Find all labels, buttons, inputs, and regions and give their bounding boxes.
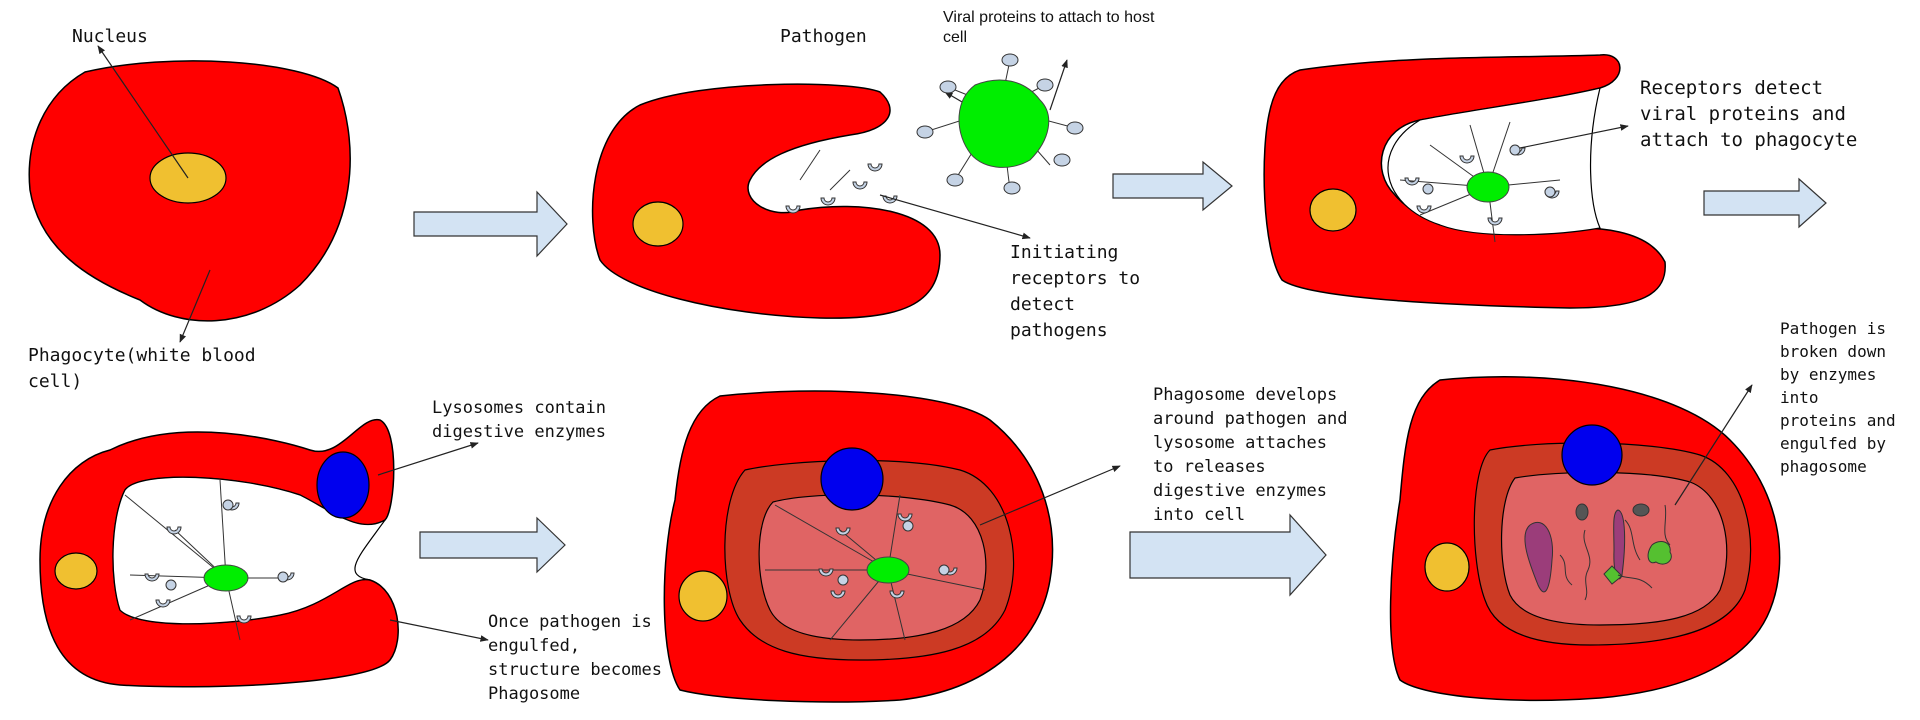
nucleus [1424, 542, 1470, 592]
panel-2-detection: Pathogen Viral proteins to attach to hos… [591, 9, 1155, 341]
panel-3-attachment: Receptors detect viral proteins and atta… [1263, 54, 1857, 309]
pathogen [1466, 171, 1510, 203]
flow-arrow-2 [1112, 160, 1233, 212]
nucleus-label: Nucleus [72, 26, 148, 47]
once-label-line2: engulfed, [488, 636, 580, 656]
digested-fragments [1524, 503, 1672, 601]
lysosomes-label-line2: digestive enzymes [432, 422, 606, 442]
broken-label-line3: by enzymes [1780, 365, 1876, 384]
initiating-label-line3: detect [1010, 294, 1075, 315]
phagosome-label-line4: to releases [1153, 457, 1266, 477]
flow-arrow-3 [1703, 177, 1827, 229]
once-label-line1: Once pathogen is [488, 612, 652, 632]
phagosome-label-line2: around pathogen and [1153, 409, 1347, 429]
cavity [112, 476, 386, 625]
receptors [785, 149, 898, 214]
receptors-label-line3: attach to phagocyte [1640, 129, 1857, 151]
broken-label-line2: broken down [1780, 342, 1886, 361]
initiating-label-line1: Initiating [1010, 242, 1118, 263]
phagosome-label-line6: into cell [1153, 505, 1245, 525]
viral-proteins-label-line2: cell [943, 29, 967, 46]
receptors-label-line2: viral proteins and [1640, 103, 1846, 125]
panel-1-phagocyte: Nucleus Phagocyte(white blood cell) [28, 26, 351, 392]
flow-arrow-4 [419, 516, 566, 574]
initiating-label-line4: pathogens [1010, 320, 1108, 341]
initiating-label-line2: receptors to [1010, 268, 1140, 289]
panel-6-digestion [1389, 376, 1781, 702]
flow-arrow-5 [1129, 513, 1327, 597]
nucleus [54, 552, 98, 590]
broken-label-line7: phagosome [1780, 457, 1867, 476]
panel-5-phagosome [663, 390, 1121, 703]
lysosome [820, 447, 884, 511]
phagocyte-cell-open [591, 83, 941, 319]
lysosome [1561, 424, 1623, 486]
nucleus [1309, 188, 1357, 232]
once-label-line3: structure becomes [488, 660, 662, 680]
broken-label-line6: engulfed by [1780, 434, 1886, 453]
lysosomes-label-line1: Lysosomes contain [432, 398, 606, 418]
pathogen-label: Pathogen [780, 26, 867, 47]
nucleus [678, 570, 728, 622]
pathogen [916, 53, 1084, 195]
pathogen-body [958, 79, 1050, 168]
pathogen [866, 556, 910, 584]
broken-label-line5: proteins and [1780, 411, 1896, 430]
pathogen [203, 564, 249, 592]
receptors-label-line1: Receptors detect [1640, 77, 1823, 99]
panel-4-lysosome: Lysosomes contain digestive enzymes Once… [39, 398, 662, 704]
nucleus [632, 201, 684, 247]
lysosome [316, 451, 370, 519]
phagosome-label-line5: digestive enzymes [1153, 481, 1327, 501]
once-label-line4: Phagosome [488, 684, 580, 704]
flow-arrow-1 [413, 190, 568, 258]
broken-label-line4: into [1780, 388, 1819, 407]
phagosome-label-line1: Phagosome develops [1153, 385, 1337, 405]
phagocyte-label-line1: Phagocyte(white blood [28, 345, 256, 366]
phagocyte-label-line2: cell) [28, 371, 82, 392]
cavity [1387, 87, 1601, 236]
broken-label-line1: Pathogen is [1780, 319, 1886, 338]
viral-proteins-label-line1: Viral proteins to attach to host [943, 9, 1155, 26]
phagosome-label-line3: lysosome attaches [1153, 433, 1327, 453]
